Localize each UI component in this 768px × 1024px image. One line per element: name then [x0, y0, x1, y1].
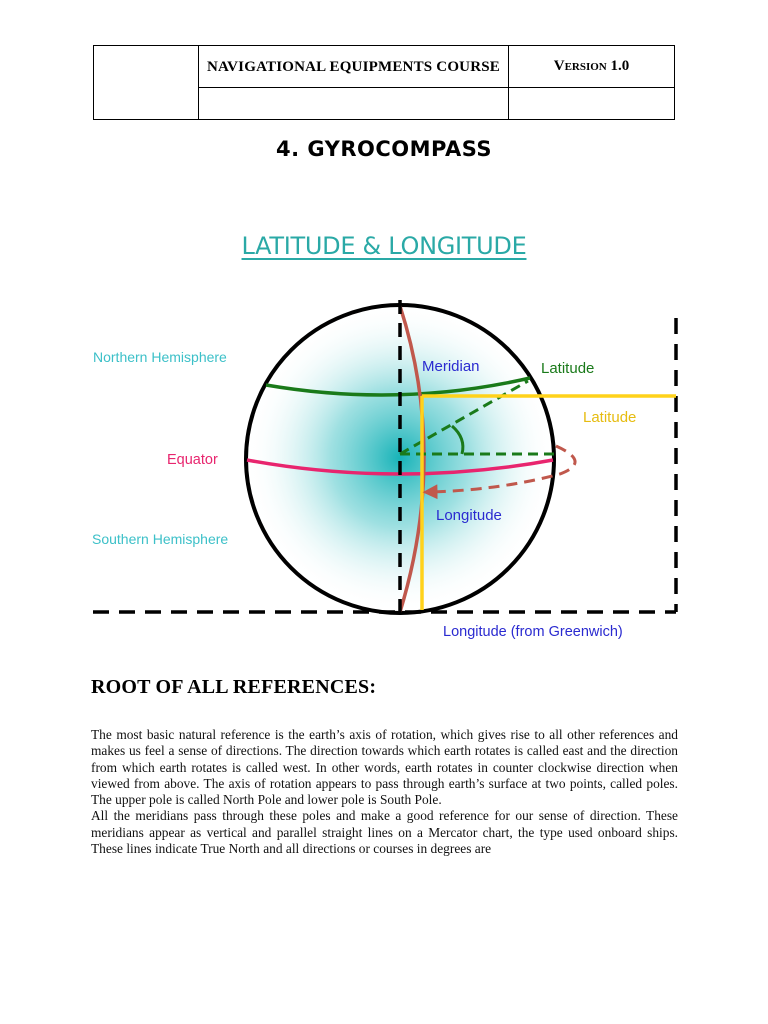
version-label: Version	[553, 58, 607, 74]
paragraph-2: All the meridians pass through these pol…	[91, 808, 678, 857]
course-title: NAVIGATIONAL EQUIPMENTS COURSE	[198, 45, 509, 88]
figure-title: LATITUDE & LONGITUDE	[241, 232, 527, 260]
latitude-arc-label: Latitude	[541, 360, 594, 377]
longitude-label: Longitude	[436, 507, 502, 524]
header-table: NAVIGATIONAL EQUIPMENTS COURSE Version 1…	[93, 45, 675, 120]
equator-label: Equator	[167, 452, 218, 468]
body-text: The most basic natural reference is the …	[91, 727, 678, 883]
northern-hemisphere-label: Northern Hemisphere	[93, 349, 227, 365]
header-empty-cell	[198, 87, 509, 120]
rotation-arrow	[422, 444, 577, 500]
header-logo-cell	[93, 45, 199, 120]
section-title: 4. GYROCOMPASS	[275, 137, 493, 161]
version-cell: Version 1.0	[508, 45, 675, 88]
latitude-longitude-diagram: Northern Hemisphere Equator Southern Hem…	[92, 300, 678, 640]
latitude-angle-arc	[450, 424, 465, 455]
longitude-greenwich-label: Longitude (from Greenwich)	[443, 624, 623, 640]
latitude-line-label: Latitude	[583, 409, 636, 426]
meridian-label: Meridian	[422, 358, 480, 375]
version-number: 1.0	[610, 58, 630, 74]
paragraph-1: The most basic natural reference is the …	[91, 727, 678, 808]
meridian-line	[398, 305, 426, 613]
header-empty-cell-2	[508, 87, 675, 120]
root-heading: ROOT OF ALL REFERENCES:	[91, 676, 377, 698]
southern-hemisphere-label: Southern Hemisphere	[92, 531, 228, 547]
